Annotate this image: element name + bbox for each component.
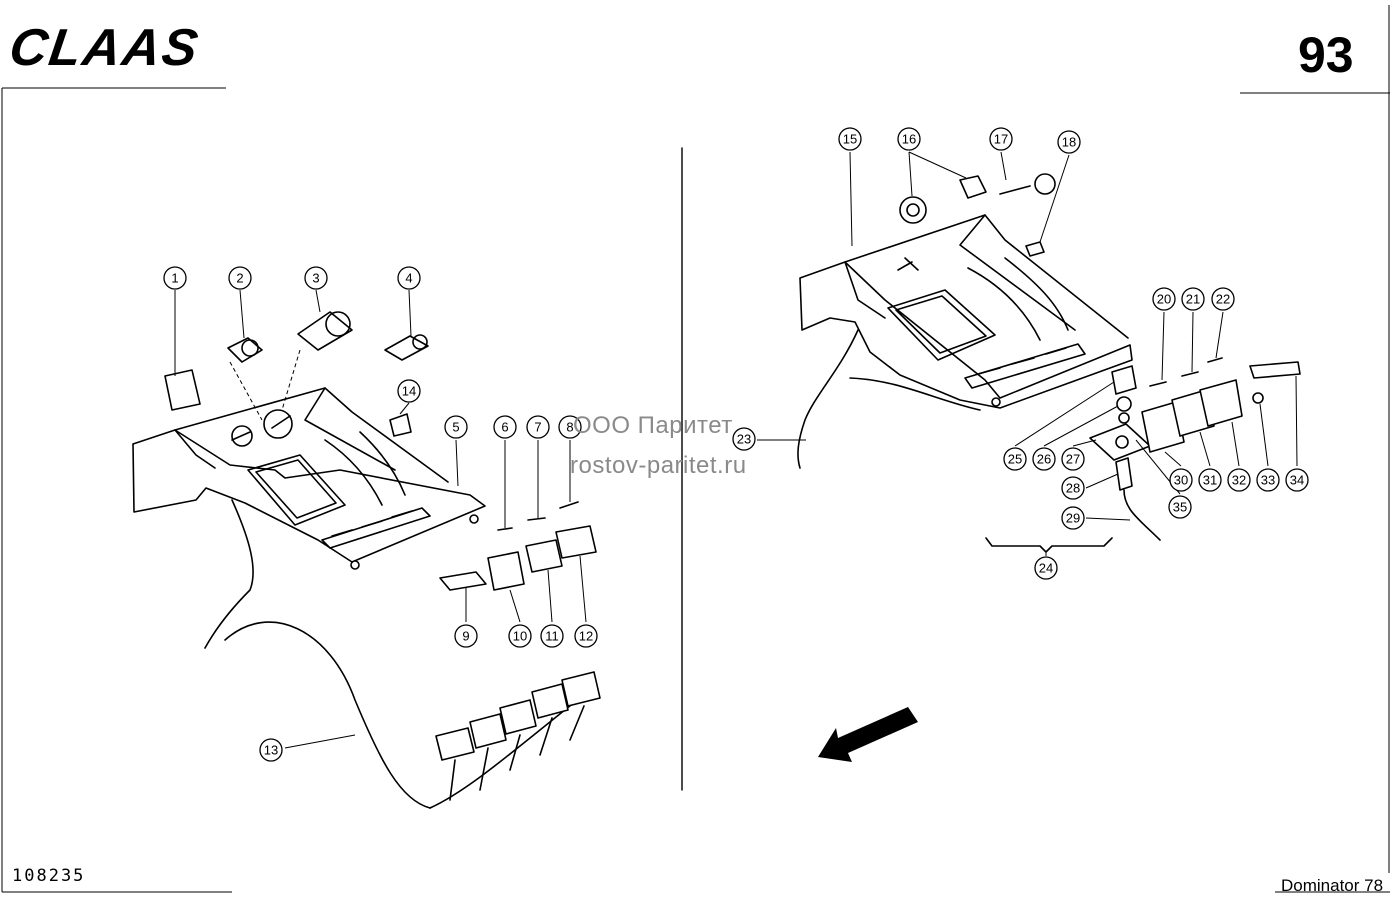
- svg-text:30: 30: [1174, 473, 1188, 488]
- watermark-company: ООО Паритет: [573, 412, 733, 439]
- callout-7: 7: [526, 415, 550, 439]
- right-switch-group: [1089, 357, 1301, 541]
- svg-text:35: 35: [1173, 500, 1187, 515]
- svg-text:28: 28: [1066, 481, 1080, 496]
- svg-text:1: 1: [171, 271, 178, 286]
- callout-14: 14: [397, 379, 421, 403]
- svg-text:22: 22: [1216, 292, 1230, 307]
- svg-text:10: 10: [513, 629, 527, 644]
- callout-15: 15: [838, 127, 862, 151]
- callout-23: 23: [732, 427, 756, 451]
- callout-3: 3: [304, 266, 328, 290]
- callout-5: 5: [444, 415, 468, 439]
- svg-text:31: 31: [1203, 473, 1217, 488]
- svg-text:33: 33: [1261, 473, 1275, 488]
- svg-text:14: 14: [402, 384, 416, 399]
- svg-text:27: 27: [1066, 452, 1080, 467]
- right-dashboard-console: [799, 214, 1133, 409]
- callout-13: 13: [259, 738, 283, 762]
- svg-text:15: 15: [843, 132, 857, 147]
- svg-text:8: 8: [566, 420, 573, 435]
- svg-text:25: 25: [1008, 452, 1022, 467]
- callout-29: 29: [1061, 506, 1085, 530]
- svg-text:21: 21: [1186, 292, 1200, 307]
- callout-leaders: [174, 151, 1298, 749]
- callout-27: 27: [1061, 447, 1085, 471]
- callout-20: 20: [1152, 287, 1176, 311]
- svg-text:11: 11: [545, 629, 559, 644]
- svg-text:9: 9: [462, 629, 469, 644]
- callout-2: 2: [228, 266, 252, 290]
- callout-26: 26: [1032, 447, 1056, 471]
- catalog-number: 108235: [12, 866, 86, 886]
- callout-34: 34: [1285, 468, 1309, 492]
- callout-16: 16: [897, 127, 921, 151]
- direction-arrow: [818, 707, 918, 762]
- svg-text:23: 23: [737, 432, 751, 447]
- callout-32: 32: [1227, 468, 1251, 492]
- callout-9: 9: [454, 624, 478, 648]
- left-wiring-harness: [204, 499, 601, 809]
- callout-17: 17: [989, 127, 1013, 151]
- svg-text:3: 3: [312, 271, 319, 286]
- callout-30: 30: [1169, 468, 1193, 492]
- svg-text:6: 6: [501, 420, 508, 435]
- model-name: Dominator 78: [1281, 876, 1384, 895]
- svg-text:34: 34: [1290, 473, 1304, 488]
- callout-12: 12: [574, 624, 598, 648]
- page-frame: [1, 5, 1390, 893]
- callout-33: 33: [1256, 468, 1280, 492]
- callout-22: 22: [1211, 287, 1235, 311]
- callout-31: 31: [1198, 468, 1222, 492]
- callout-11: 11: [540, 624, 564, 648]
- callout-1: 1: [163, 266, 187, 290]
- left-switches: [439, 525, 597, 591]
- callout-6: 6: [493, 415, 517, 439]
- svg-text:20: 20: [1157, 292, 1171, 307]
- watermark-url: rostov-paritet.ru: [570, 452, 747, 479]
- svg-text:5: 5: [452, 420, 459, 435]
- callout-4: 4: [397, 266, 421, 290]
- svg-text:7: 7: [534, 420, 541, 435]
- svg-text:16: 16: [902, 132, 916, 147]
- svg-text:12: 12: [579, 629, 593, 644]
- page-number: 93: [1298, 27, 1354, 83]
- left-gauges: [164, 311, 579, 531]
- svg-text:2: 2: [236, 271, 243, 286]
- callout-10: 10: [508, 624, 532, 648]
- svg-text:18: 18: [1062, 135, 1076, 150]
- callout-25: 25: [1003, 447, 1027, 471]
- svg-text:24: 24: [1039, 561, 1053, 576]
- svg-text:29: 29: [1066, 511, 1080, 526]
- callout-28: 28: [1061, 476, 1085, 500]
- svg-text:4: 4: [405, 271, 412, 286]
- svg-text:26: 26: [1037, 452, 1051, 467]
- callout-18: 18: [1057, 130, 1081, 154]
- svg-text:32: 32: [1232, 473, 1246, 488]
- left-dashboard-console: [132, 387, 486, 570]
- svg-text:13: 13: [264, 743, 278, 758]
- callout-35: 35: [1168, 495, 1192, 519]
- callout-21: 21: [1181, 287, 1205, 311]
- svg-text:17: 17: [994, 132, 1008, 147]
- callout-8: 8: [558, 415, 582, 439]
- callout-24: 24: [1034, 556, 1058, 580]
- right-gauges: [899, 173, 1056, 257]
